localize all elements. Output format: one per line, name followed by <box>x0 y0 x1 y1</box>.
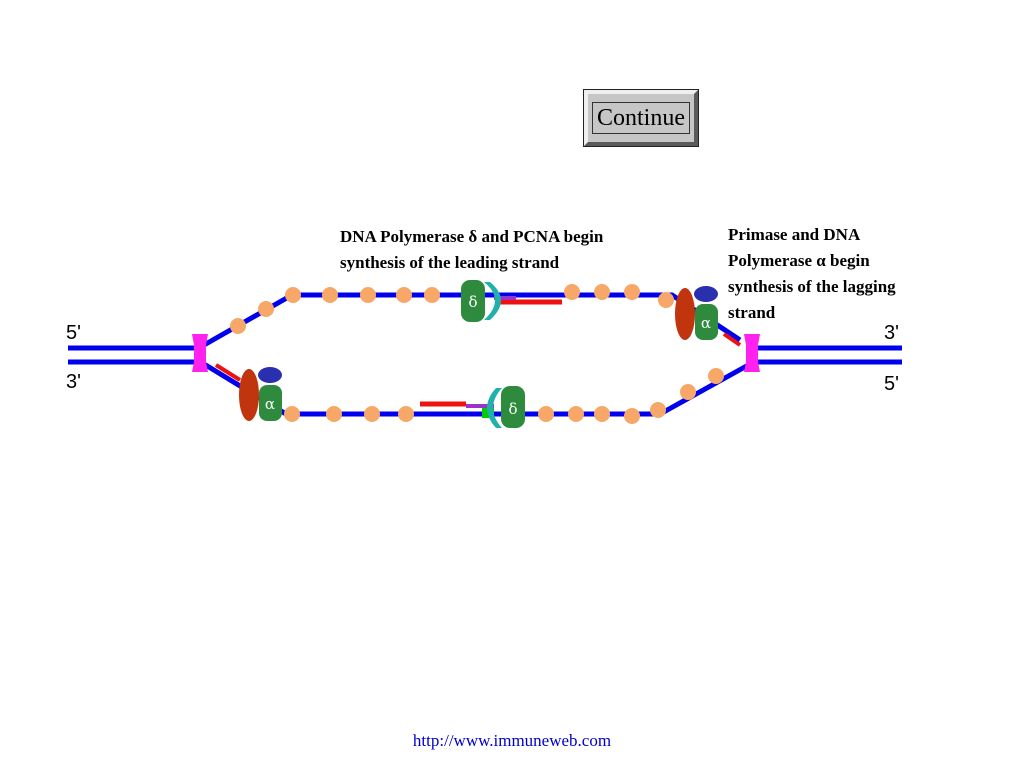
label-alpha-line-2: Polymerase α begin <box>728 251 870 270</box>
histone <box>322 287 338 303</box>
primer-left <box>214 363 242 382</box>
delta-symbol-bottom: δ <box>508 400 517 418</box>
histone <box>285 287 301 303</box>
histone <box>326 406 342 422</box>
histone <box>708 368 724 384</box>
continue-button[interactable]: Continue <box>583 89 699 147</box>
primase-cap-left <box>258 367 282 383</box>
histone <box>650 402 666 418</box>
polymerase-delta-top <box>461 280 485 322</box>
histone <box>396 287 412 303</box>
histone <box>538 406 554 422</box>
label-delta-line-2: synthesis of the leading strand <box>340 253 560 272</box>
histone <box>594 284 610 300</box>
histone <box>624 408 640 424</box>
polymerase-alpha-left <box>259 385 282 421</box>
primase-left <box>239 369 259 421</box>
histones-bottom <box>284 368 724 424</box>
primase-cap-right <box>694 286 718 302</box>
end-label-right-top: 3' <box>884 322 899 344</box>
primer-right <box>722 332 742 347</box>
label-delta-line-1: DNA Polymerase δ and PCNA begin <box>340 227 604 246</box>
histone <box>680 384 696 400</box>
label-primase-alpha: Primase and DNA Polymerase α begin synth… <box>728 222 958 326</box>
label-alpha-line-1: Primase and DNA <box>728 225 861 244</box>
primase-right <box>675 288 695 340</box>
histone <box>424 287 440 303</box>
footer-url-link[interactable]: http://www.immuneweb.com <box>412 731 612 750</box>
histone <box>594 406 610 422</box>
histone <box>284 406 300 422</box>
histone <box>564 284 580 300</box>
alpha-symbol-right: α <box>701 314 711 332</box>
pcna-clamp-top <box>484 282 501 320</box>
end-label-right-bottom: 5' <box>884 373 899 395</box>
end-label-left-bottom: 3' <box>66 371 81 393</box>
polymerase-alpha-right <box>695 304 718 340</box>
label-alpha-line-3: synthesis of the lagging <box>728 277 896 296</box>
histone <box>568 406 584 422</box>
histones-top <box>230 284 674 334</box>
histone <box>360 287 376 303</box>
histone <box>364 406 380 422</box>
histone <box>398 406 414 422</box>
histone <box>230 318 246 334</box>
continue-button-label: Continue <box>592 102 690 134</box>
histone <box>658 292 674 308</box>
label-alpha-line-4: strand <box>728 303 776 322</box>
polymerase-delta-bottom <box>501 386 525 428</box>
histone <box>258 301 274 317</box>
pcna-clamp-bottom <box>487 388 502 428</box>
end-label-left-top: 5' <box>66 322 81 344</box>
helicase-right <box>744 334 760 372</box>
delta-symbol-top: δ <box>468 293 477 311</box>
helicase-left <box>192 334 208 372</box>
label-polymerase-delta: DNA Polymerase δ and PCNA begin synthesi… <box>340 224 680 276</box>
alpha-symbol-left: α <box>265 395 275 413</box>
histone <box>624 284 640 300</box>
